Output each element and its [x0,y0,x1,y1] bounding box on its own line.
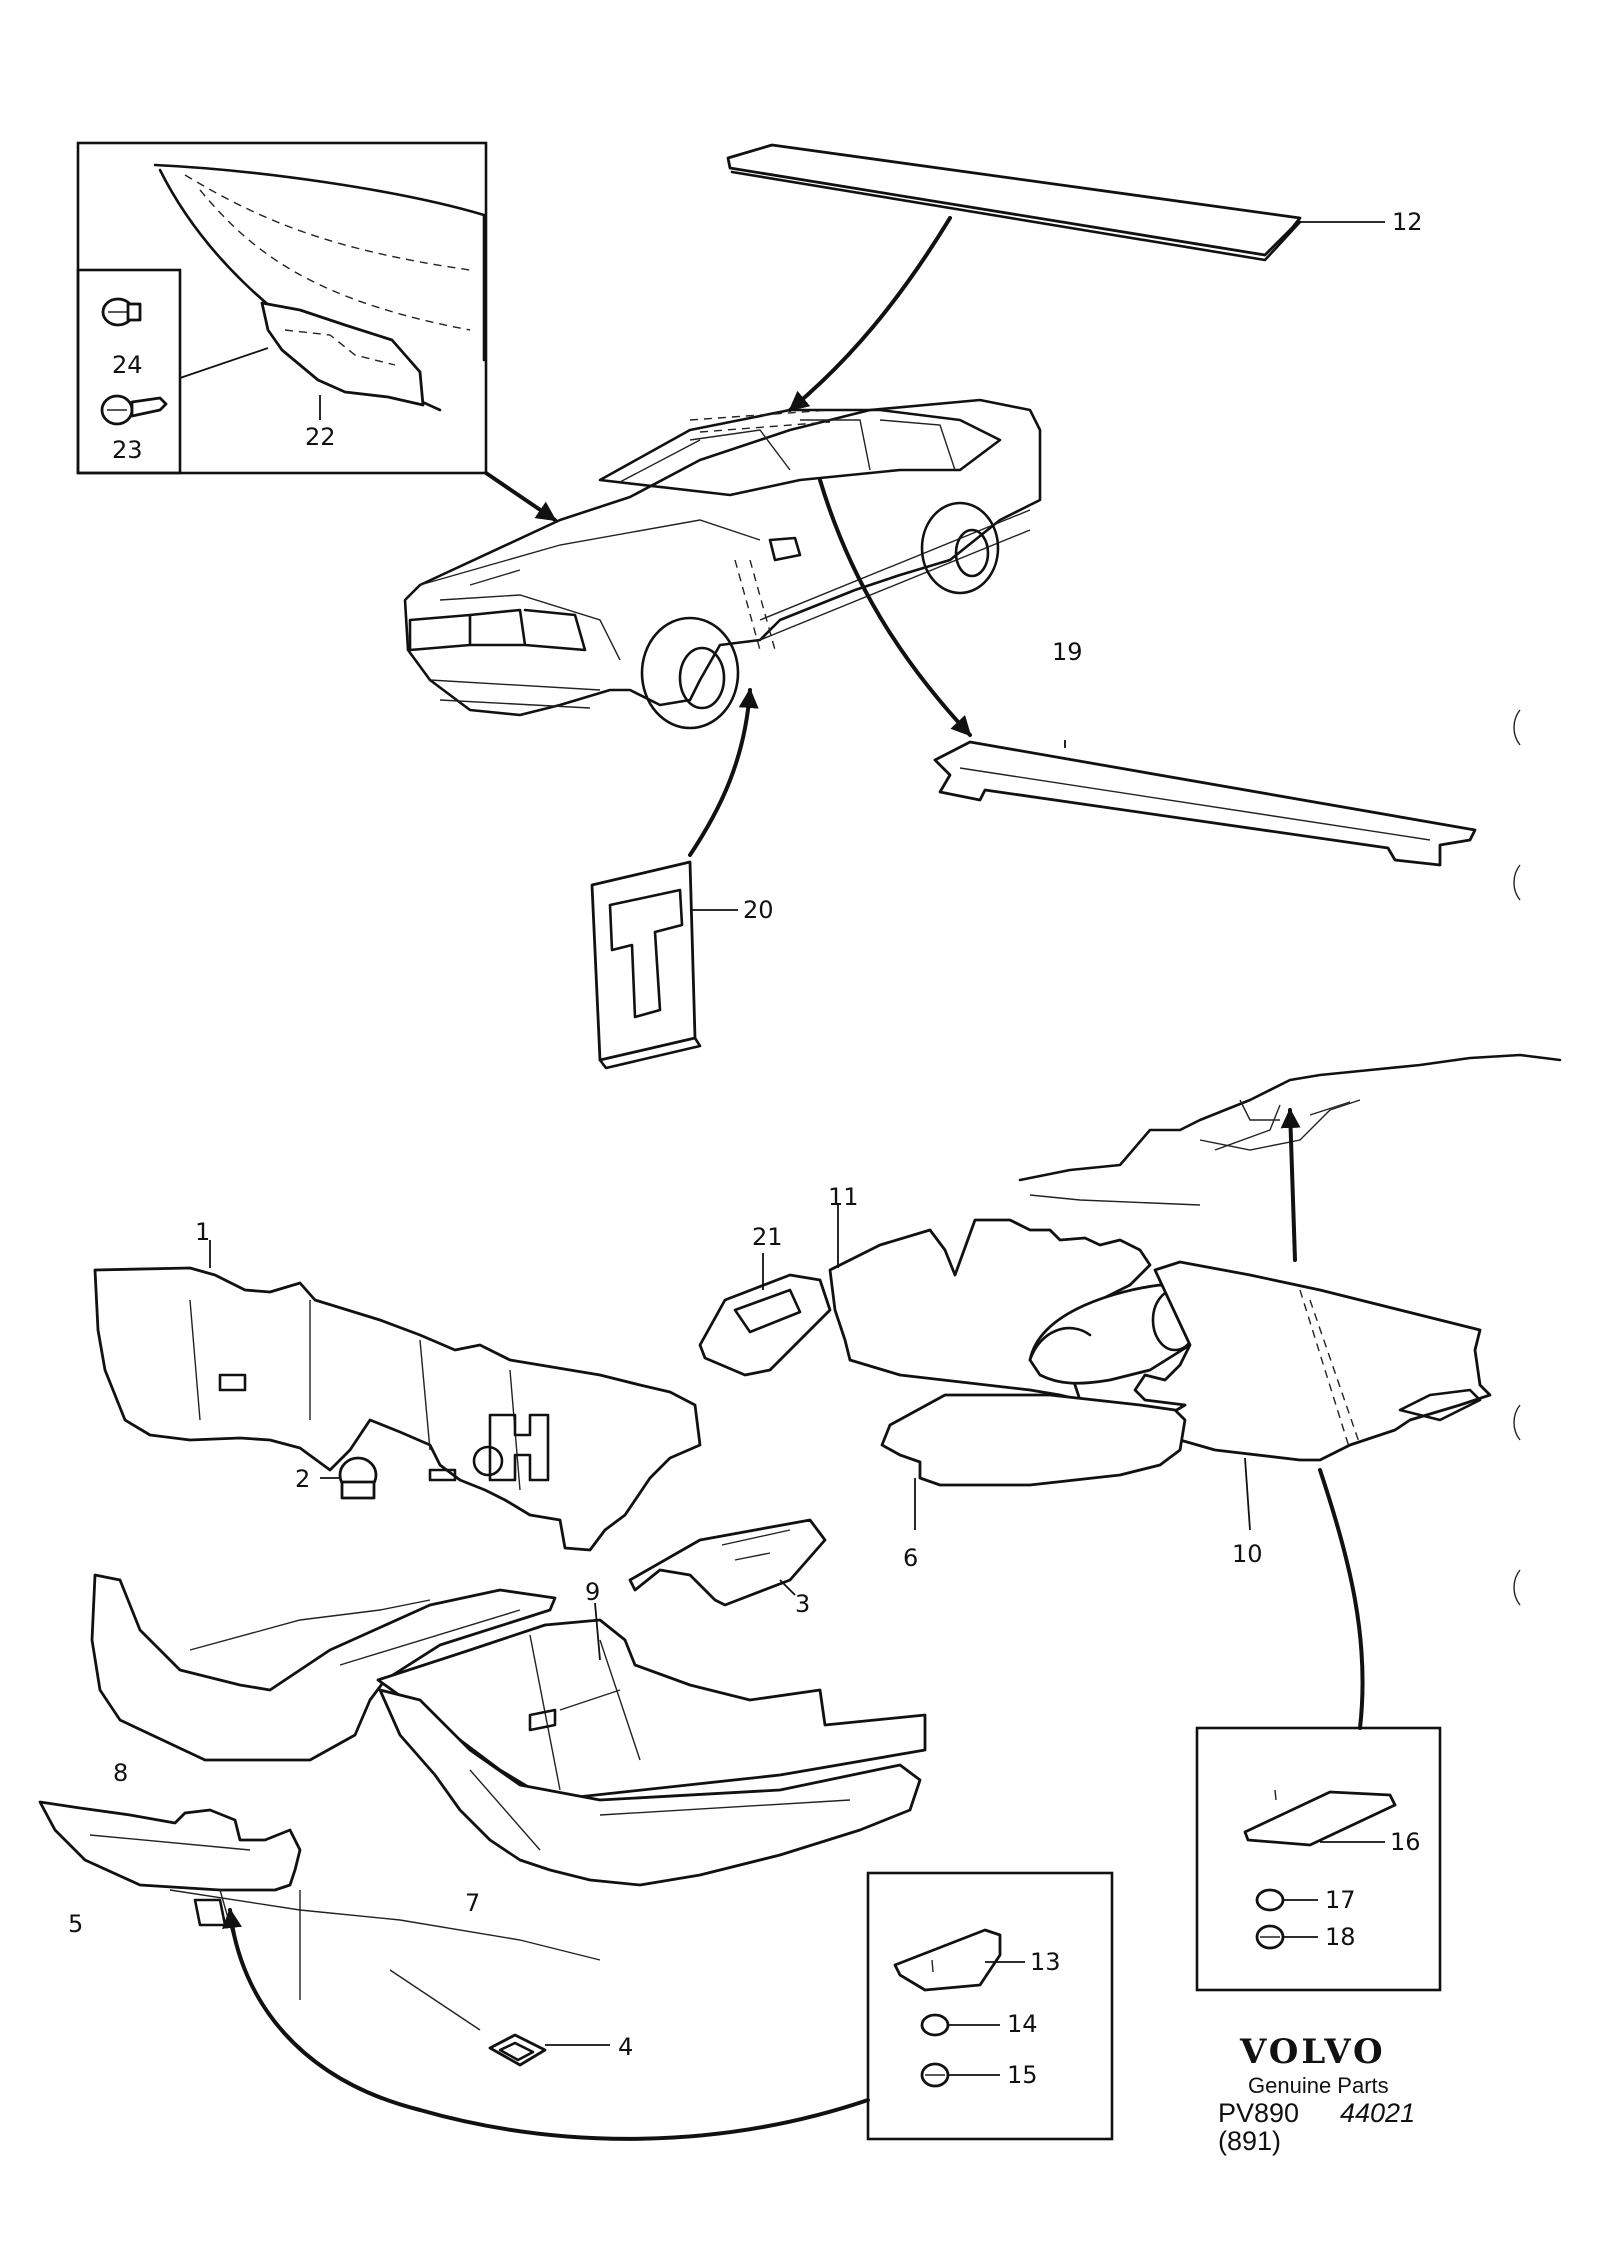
callout-11: 11 [828,1183,859,1211]
inset-front-clips [222,1871,1114,2141]
pillar-insulation-marks [734,559,776,651]
part-3-tunnel-cover [628,1518,827,1607]
callout-24: 24 [112,351,143,379]
part-11-floor-mat [828,1205,1152,1402]
part-17-washer [1255,1888,1285,1912]
footer-code-prefix: PV890 [1218,2098,1299,2128]
footer-code-number: 44021 [1340,2098,1415,2128]
screw-23 [100,394,168,426]
callout-9: 9 [585,1578,600,1606]
hood-inset [76,141,488,475]
car-front-lights [408,608,587,652]
part-16-pad [1243,1790,1397,1847]
car-roof [598,408,1002,497]
callout-19: 19 [1052,638,1083,666]
volvo-logo: VOLVO [1239,2032,1386,2072]
car-windows [619,419,956,483]
bulkhead-holes [218,1373,457,1482]
hood-insulation-detail [284,329,396,366]
callout-15: 15 [1007,2061,1038,2089]
callout-23: 23 [112,436,143,464]
callout-17: 17 [1325,1886,1356,1914]
car-bumper [429,679,601,709]
callout-1: 1 [195,1218,210,1246]
car-body [403,398,1042,717]
car-illustration [403,216,1042,857]
part-7-rear-floor-mat [378,1688,922,1887]
part-10-floor-mat [1133,1260,1492,1531]
part-13-pad [893,1928,1002,1992]
callout-3: 3 [795,1590,810,1618]
footer: VOLVO Genuine Parts PV890 44021 (891) [1218,2032,1415,2156]
footer-ref: (891) [1218,2126,1281,2156]
callout-4: 4 [618,2033,633,2061]
h-cutout [488,1413,550,1482]
callout-22: 22 [305,423,336,451]
part-21-console-bracket [698,1253,832,1377]
callouts: 1 2 3 4 5 6 7 8 9 10 11 12 13 14 15 16 1… [68,208,1423,2089]
callout-16: 16 [1390,1828,1421,1856]
floor-pan-outline [169,1889,601,2031]
car-mirror [768,536,802,562]
rear-clips-inset-frame [1195,1726,1442,1992]
rear-floor-body [1018,1053,1562,1262]
margin-marks [1513,709,1521,1606]
part-6-floor-mat [880,1393,1187,1530]
part-4-clip [488,2033,610,2067]
part-1-bulkhead-insulation [93,1240,702,1552]
callout-8: 8 [113,1759,128,1787]
part-5-rear-floor-mat [38,1800,302,1892]
callout-13: 13 [1030,1948,1061,1976]
footer-subtitle: Genuine Parts [1248,2073,1389,2098]
car-side-trim [759,509,1031,641]
part-20-pillar-pad [590,860,738,1070]
part-8-floor-mat [90,1573,557,1762]
part-19-floor-insulation [933,740,1477,867]
callout-18: 18 [1325,1923,1356,1951]
front-clips-inset-frame [866,1871,1114,2141]
callout-7: 7 [465,1889,480,1917]
front-wheel [640,616,740,730]
callout-14: 14 [1007,2010,1038,2038]
callout-5: 5 [68,1910,83,1938]
inset-rear-clips [1195,1468,1442,1992]
clip-24 [101,297,142,327]
callout-10: 10 [1232,1540,1263,1568]
callout-2: 2 [295,1465,310,1493]
hood-ribs [184,174,471,331]
part-2-clip [320,1456,378,1500]
callout-12: 12 [1392,208,1423,236]
part-12-roof-insulation [726,143,1385,262]
callout-6: 6 [903,1544,918,1572]
fastener-subinset-frame [76,268,182,475]
roof-insulation-marks [689,409,831,433]
car-hood-lines [419,519,761,661]
callout-21: 21 [752,1223,783,1251]
hood-insulation-pad [260,301,425,407]
callout-20: 20 [743,896,774,924]
rear-wheel [920,501,1000,595]
part-14-washer [920,2013,950,2037]
